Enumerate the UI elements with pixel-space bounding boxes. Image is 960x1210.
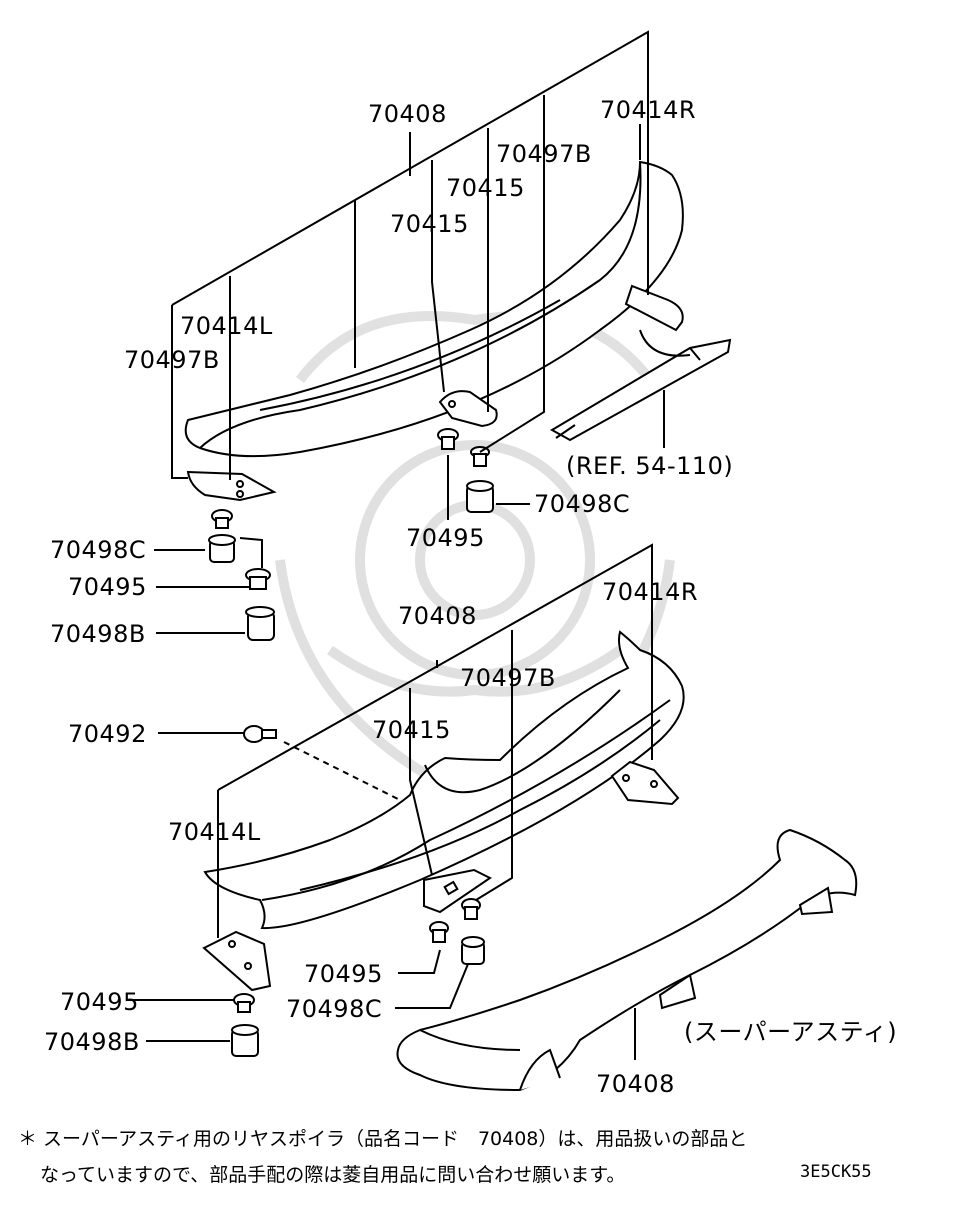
footnote-line-2: なっていますので、部品手配の際は菱自用品に問い合わせ願います。	[40, 1164, 626, 1186]
bottom-label-bracket-l: 70414L	[168, 818, 261, 846]
bottom-bracket-right	[610, 760, 680, 806]
footnote-line-1: ＊ スーパーアスティ用のリヤスポイラ（品名コード 70408）は、用品扱いの部品…	[18, 1128, 748, 1150]
bottom-fasteners	[231, 725, 485, 1057]
super-asti-label: 70408	[596, 1070, 675, 1098]
top-bracket-right	[624, 284, 684, 332]
top-spoiler-body	[184, 160, 684, 458]
bottom-label-nut-left: 70495	[60, 988, 139, 1016]
bottom-leader-lines	[126, 543, 653, 1042]
bottom-label-cap-b: 70498B	[44, 1028, 140, 1056]
super-asti-caption: (スーパーアスティ)	[684, 1018, 897, 1046]
top-label-nut-left: 70495	[68, 573, 147, 601]
bottom-gasket-center	[423, 868, 492, 914]
top-fasteners	[208, 428, 494, 641]
top-gasket-left	[186, 470, 277, 502]
top-brake-light	[549, 329, 732, 442]
bottom-label-spoiler: 70408	[398, 602, 477, 630]
super-asti-spoiler	[396, 828, 858, 1092]
top-label-cap-c-left: 70498C	[50, 536, 146, 564]
bottom-bracket-left	[202, 930, 272, 992]
bottom-label-bracket-r: 70414R	[602, 578, 698, 606]
bottom-label-nut-center: 70495	[304, 960, 383, 988]
part-labels: 70408 70414R 70497B 70415 70415 70414L 7…	[44, 96, 897, 1098]
bottom-spoiler-body	[203, 630, 685, 930]
top-label-gasket-1: 70415	[446, 174, 525, 202]
top-label-bracket-r: 70414R	[600, 96, 696, 124]
bottom-label-gasket: 70415	[372, 716, 451, 744]
top-label-nut-center: 70495	[406, 524, 485, 552]
bottom-label-grommet-b: 70497B	[460, 664, 556, 692]
top-label-bracket-l: 70414L	[180, 312, 273, 340]
top-label-grommet-b-2: 70497B	[124, 346, 220, 374]
top-label-cap-b-left: 70498B	[50, 620, 146, 648]
diagram-code: 3E5CK55	[800, 1162, 872, 1182]
bottom-label-cap-c: 70498C	[286, 995, 382, 1023]
top-leader-lines	[154, 30, 665, 634]
top-label-spoiler: 70408	[368, 100, 447, 128]
top-label-grommet-b-1: 70497B	[496, 140, 592, 168]
top-label-cap-c-right: 70498C	[534, 490, 630, 518]
bottom-label-bolt: 70492	[68, 720, 147, 748]
top-label-gasket-2: 70415	[390, 210, 469, 238]
top-gasket-center	[438, 390, 498, 428]
top-label-ref: (REF. 54-110)	[566, 452, 733, 480]
